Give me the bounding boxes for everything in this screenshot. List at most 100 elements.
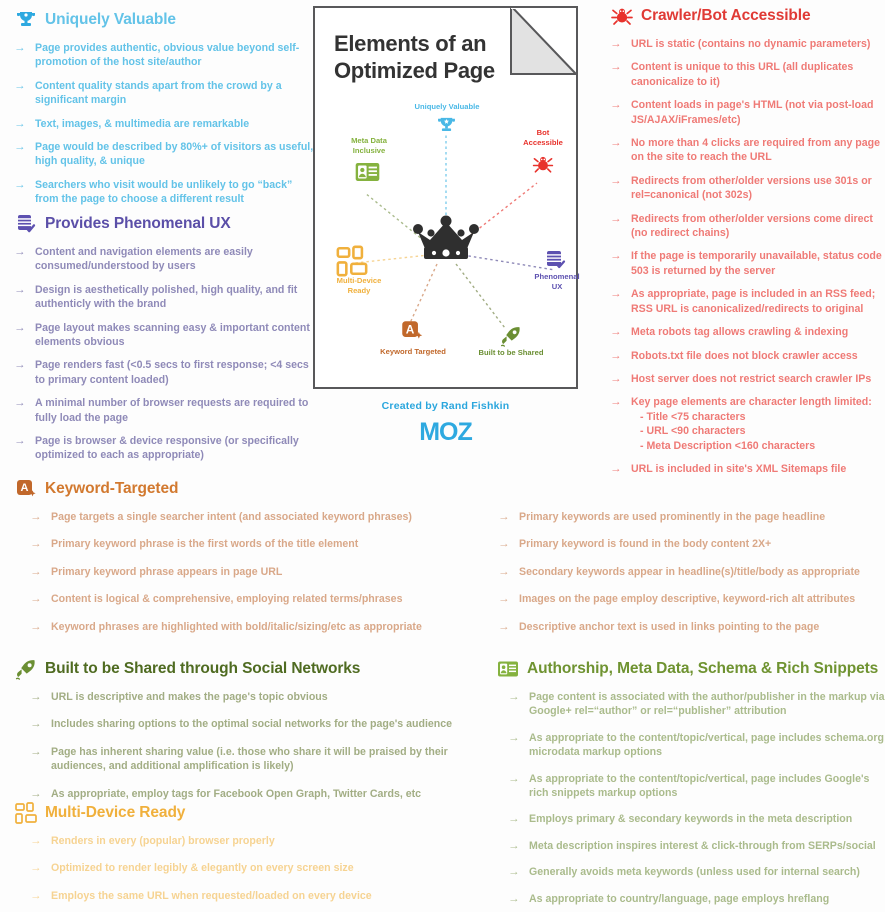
node-label-bot-accessible: Bot Accessible [523, 128, 563, 147]
item-text: Content and navigation elements are easi… [35, 246, 253, 273]
arrow-icon: → [498, 538, 510, 551]
item-text: Primary keyword is found in the body con… [519, 538, 772, 551]
list-item: → Page layout makes scanning easy & impor… [14, 321, 314, 350]
item-text: URL is included in site's XML Sitemaps f… [631, 462, 847, 475]
arrow-icon: → [610, 462, 622, 475]
arrow-icon: → [508, 813, 520, 826]
arrow-icon: → [610, 372, 622, 385]
section-title: Built to be Shared through Social Networ… [45, 660, 361, 677]
arrow-icon: → [30, 835, 42, 847]
arrow-icon: → [14, 321, 26, 334]
arrow-icon: → [14, 117, 26, 130]
bullet-list-left: →Page targets a single searcher intent (… [6, 510, 498, 647]
arrow-icon: → [610, 137, 622, 150]
item-text: Includes sharing options to the optimal … [51, 718, 453, 731]
arrow-icon: → [508, 839, 520, 852]
section-header: Provides Phenomenal UX [14, 212, 314, 236]
arrow-icon: → [30, 889, 42, 902]
devices-icon [336, 245, 368, 277]
item-text: Meta robots tag allows crawling & indexi… [631, 326, 849, 339]
list-item: →Images on the page employ descriptive, … [498, 592, 885, 606]
trophy-icon [14, 8, 38, 32]
list-item: →Redirects from other/older versions use… [610, 174, 882, 203]
item-text: Employs the same URL when requested/load… [51, 889, 372, 902]
item-text: Keyword phrases are highlighted with bol… [51, 620, 422, 633]
list-item: →Page provides authentic, obvious value … [14, 41, 314, 70]
list-item: →As appropriate, employ tags for Faceboo… [30, 787, 496, 801]
item-text: A minimal number of browser requests are… [35, 397, 309, 424]
list-item: →Content quality stands apart from the c… [14, 79, 314, 108]
list-item: → As appropriate to country/language, pag… [508, 892, 885, 906]
item-text: As appropriate, page is included in an R… [631, 288, 876, 315]
list-item: →Primary keyword phrase appears in page … [30, 565, 498, 579]
list-item: →Secondary keywords appear in headline(s… [498, 565, 885, 579]
item-text: Page would be described by 80%+ of visit… [35, 141, 314, 168]
list-item: →Text, images, & multimedia are remarkab… [14, 117, 314, 131]
item-text: No more than 4 clicks are required from … [631, 137, 881, 164]
item-text: Content is logical & comprehensive, empl… [51, 593, 403, 606]
list-item: →Design is aesthetically polished, high … [14, 283, 314, 312]
arrow-icon: → [508, 866, 520, 879]
arrow-icon: → [30, 511, 42, 523]
arrow-icon: → [610, 349, 622, 362]
list-item: →Page would be described by 80%+ of visi… [14, 140, 314, 169]
section-header: Authorship, Meta Data, Schema & Rich Sni… [496, 657, 885, 681]
arrow-icon: → [508, 892, 520, 905]
item-text: URL is descriptive and makes the page's … [51, 691, 328, 703]
list-item: →Content is unique to this URL (all dupl… [610, 60, 882, 89]
list-item: →URL is static (contains no dynamic para… [610, 37, 882, 51]
list-item: → Employs the same URL when requested/loa… [30, 889, 496, 903]
item-text: Host server does not restrict search cra… [631, 372, 872, 385]
item-text: Page has inherent sharing value (i.e. th… [51, 745, 448, 773]
item-text: Key page elements are character length l… [631, 396, 872, 409]
list-item: → Generally avoids meta keywords (unless … [508, 865, 885, 879]
item-text: Page layout makes scanning easy & import… [35, 321, 310, 349]
bullet-list: → Content and navigation elements are eas… [14, 245, 314, 463]
section-phenomenal-ux: Provides Phenomenal UX → Content and navi… [14, 212, 314, 472]
list-item: → No more than 4 clicks are required from… [610, 136, 882, 165]
item-text: Primary keyword phrase is the first word… [51, 538, 359, 551]
arrow-icon: → [14, 435, 26, 448]
section-header: A Keyword-Targeted [14, 477, 885, 501]
node-label-multi-device-ready: Multi-Device Ready [336, 276, 382, 295]
node-label-keyword-targeted: Keyword Targeted [380, 347, 446, 356]
arrow-icon: → [498, 511, 510, 523]
arrow-icon: → [30, 593, 42, 606]
keyword-icon: A [14, 477, 38, 501]
section-keyword-targeted: A Keyword-Targeted →Page targets a singl… [6, 477, 885, 647]
stack-icon [547, 251, 566, 269]
list-item: →Primary keyword phrase is the first wor… [30, 537, 498, 551]
list-item: →Keyword phrases are highlighted with bo… [30, 620, 498, 634]
item-text: Secondary keywords appear in headline(s)… [519, 565, 860, 578]
list-item: →Optimized to render legibly & elegantly… [30, 861, 496, 875]
item-text: Descriptive anchor text is used in links… [519, 620, 820, 633]
list-item: →Page is browser & device responsive (or… [14, 434, 314, 463]
section-uniquely-valuable: Uniquely Valuable →Page provides authent… [14, 8, 314, 216]
item-text: Generally avoids meta keywords (unless u… [529, 866, 860, 879]
item-text: Page content is associated with the auth… [529, 691, 885, 718]
arrow-icon: → [30, 718, 42, 731]
list-item: →A minimal number of browser requests ar… [14, 396, 314, 425]
section-header: Crawler/Bot Accessible [610, 4, 882, 28]
list-item: →Primary keywords are used prominently i… [498, 510, 885, 524]
subitem-text: - Meta Description <160 characters [640, 439, 816, 452]
section-crawler-bot-accessible: Crawler/Bot Accessible →URL is static (c… [610, 4, 882, 485]
item-text: As appropriate to country/language, page… [529, 892, 830, 905]
arrow-icon: → [30, 862, 42, 875]
arrow-icon: → [610, 174, 622, 187]
node-label-meta-data-inclusive: Meta Data Inclusive [351, 136, 387, 155]
list-item: →As appropriate to the content/topic/ver… [508, 731, 885, 760]
section-title: Multi-Device Ready [45, 804, 186, 821]
list-item: → URL is included in site's XML Sitemaps … [610, 462, 882, 476]
list-item: →Page targets a single searcher intent (… [30, 510, 498, 524]
bullet-list: → URL is descriptive and makes the page's… [6, 690, 496, 801]
connector-lines [354, 133, 556, 329]
bullet-list: → Page content is associated with the aut… [496, 690, 885, 906]
list-item: →Page content is associated with the aut… [508, 690, 885, 719]
page-fold-icon [510, 8, 576, 75]
central-diagram: Elements of an Optimized Page [313, 6, 580, 389]
list-item: → Host server does not restrict search cr… [610, 372, 882, 386]
item-text: As appropriate to the content/topic/vert… [529, 731, 884, 759]
bug-icon [532, 156, 554, 173]
